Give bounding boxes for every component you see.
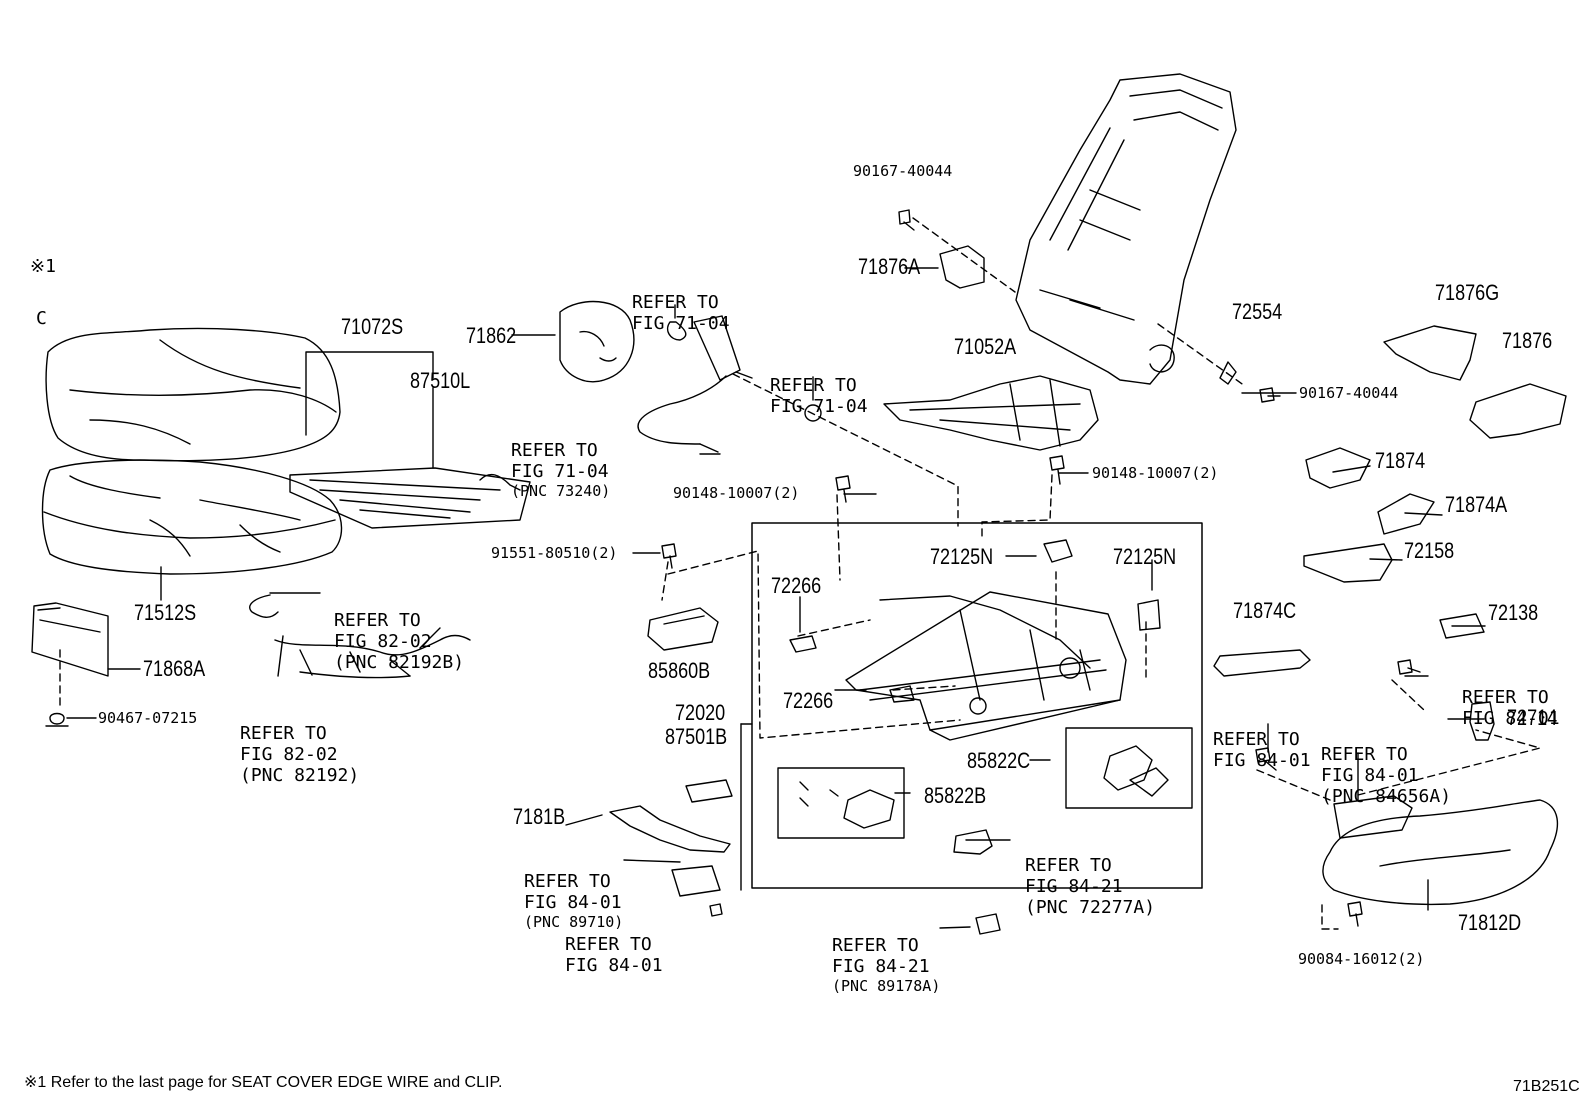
lumbar-support-71052A [883,375,1099,451]
label-71512S: 71512S [134,600,197,625]
label-71876G: 71876G [1435,280,1500,305]
airbag-cover-71862 [559,300,635,383]
switch-85860B [647,607,719,651]
label-7181B: 7181B [513,804,566,829]
figure-code: 71B251C [1513,1078,1580,1095]
label-90084: 90084-16012(2) [1298,950,1425,968]
cover-71876G [1383,325,1477,381]
cover-72158 [1303,543,1393,583]
clip-72266-bottom [889,685,915,703]
label-85822B: 85822B [924,783,987,808]
bolts [661,209,1421,927]
wire-harness-82192 [249,594,471,679]
label-85822C: 85822C [967,748,1031,773]
label-90148-right: 90148-10007(2) [1092,464,1219,482]
cover-71874A [1377,493,1435,535]
label-72266-top: 72266 [771,573,822,598]
label-71052A: 71052A [954,334,1017,359]
label-71868A: 71868A [143,656,206,681]
label-72138: 72138 [1488,600,1539,625]
label-90148-left: 90148-10007(2) [673,484,800,502]
dashed-alignment-lines [59,217,1541,930]
side-shield-71812D [1322,795,1559,906]
label-72020: 72020 [675,700,726,725]
label-71812D: 71812D [1458,910,1522,935]
seat-heater-mat [289,467,531,529]
label-72554: 72554 [1232,299,1283,324]
knob-72714 [1469,701,1495,741]
footnote-text: ※1 Refer to the last page for SEAT COVER… [24,1074,503,1091]
cover-71876 [1469,383,1567,439]
clip-90467 [45,712,69,727]
label-72125N-left: 72125N [930,544,994,569]
label-87510L: 87510L [410,368,471,393]
seat-adjuster-72020 [845,591,1127,741]
airbag-harness [637,315,822,453]
clip-72125N-right [1137,599,1161,631]
seatback-frame [1015,73,1237,385]
cover-72138 [1439,613,1485,639]
leader-lines [66,267,1486,929]
footnote-mark: ※1 [30,256,56,277]
harness-7181B [609,779,733,897]
seat-cushion-pad [41,459,343,575]
cover-71874 [1305,447,1371,489]
clip-72125N-left [1043,539,1073,563]
connector-89178A [975,913,1001,935]
cover-71874C [1213,649,1311,677]
bracket-72277A [953,829,993,855]
label-71874: 71874 [1375,448,1426,473]
label-72158: 72158 [1404,538,1455,563]
motor-85822B [799,781,895,829]
adjuster-group-box [751,522,1203,889]
clip-72554 [1219,361,1237,385]
label-71874A: 71874A [1445,492,1508,517]
clip-symbol: C [36,308,47,329]
label-85860B: 85860B [648,658,711,683]
label-71876: 71876 [1502,328,1553,353]
module-87501B [685,779,733,803]
label-72714: 72714 [1507,705,1558,730]
motor-85822C [1103,745,1169,797]
label-87501B: 87501B [665,724,728,749]
seat-cushion-cover [45,327,341,462]
label-72125N-right: 72125N [1113,544,1177,569]
bracket-71876A [939,245,985,289]
label-72266-bottom: 72266 [783,688,834,713]
label-90167-top: 90167-40044 [853,162,953,180]
motor-85822B-box [777,767,905,839]
label-90167-right: 90167-40044 [1299,384,1399,402]
clip-72266-top [789,635,817,653]
label-90467: 90467-07215 [98,709,198,727]
label-91551: 91551-80510(2) [491,544,618,562]
label-71072S: 71072S [341,314,404,339]
label-71862: 71862 [466,323,517,348]
cushion-side-trim [31,602,109,677]
label-71874C: 71874C [1233,598,1297,623]
motor-85822C-box [1065,727,1193,809]
label-71876A: 71876A [858,254,921,279]
